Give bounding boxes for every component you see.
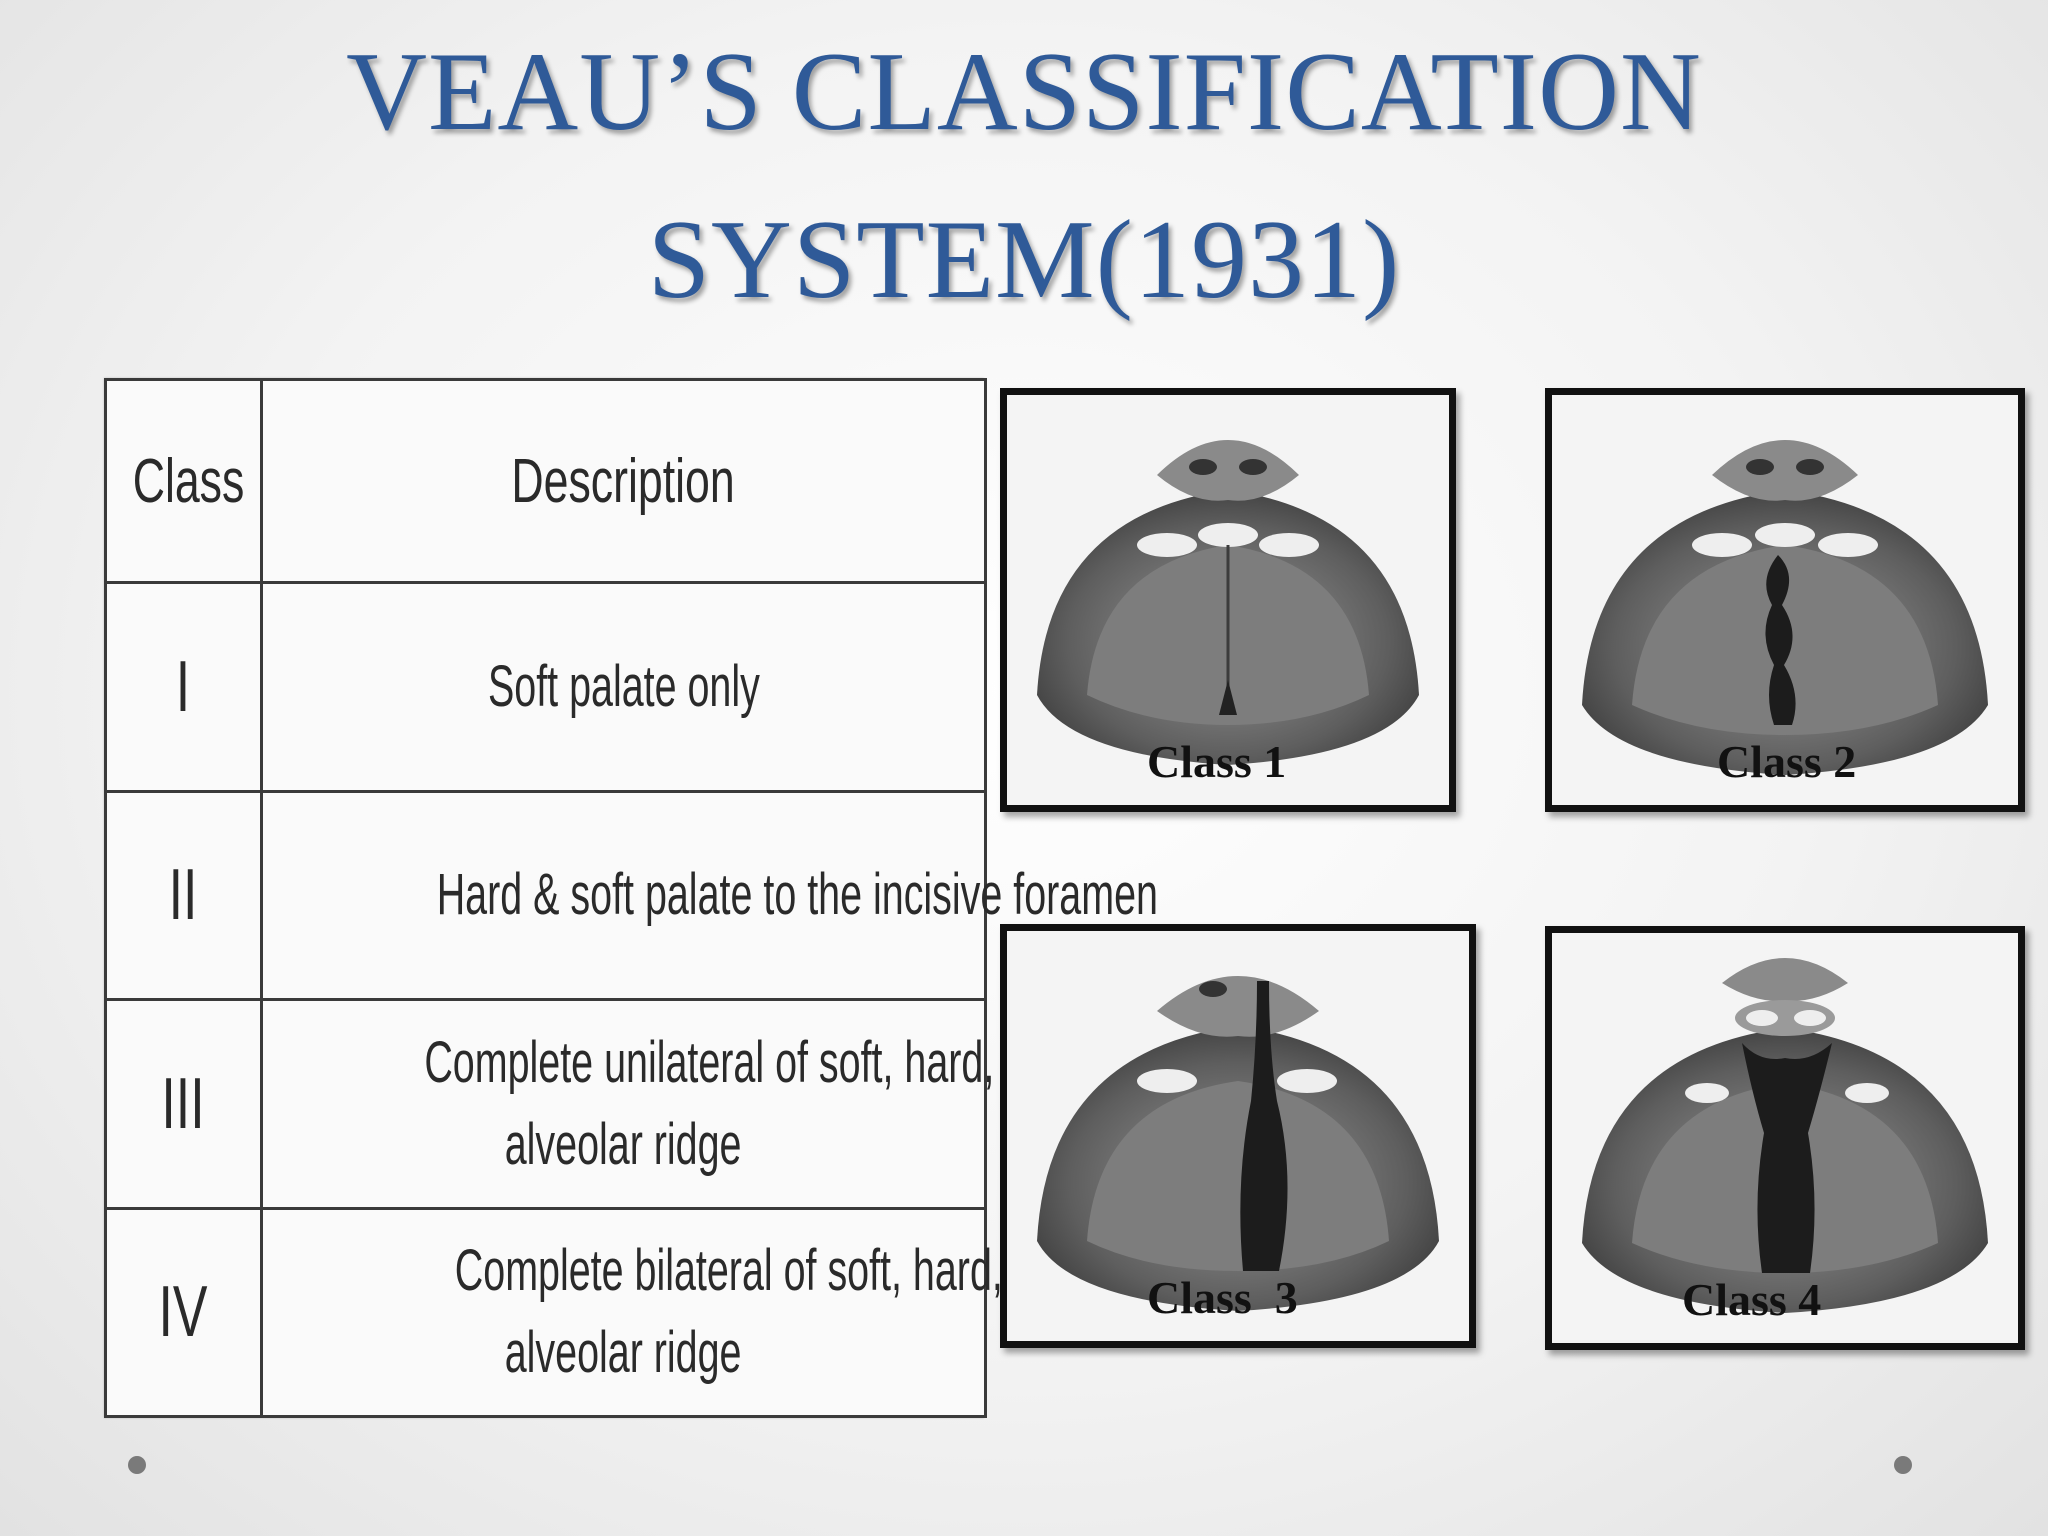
header-description: Description	[260, 377, 987, 585]
class-cell: IV	[104, 1206, 263, 1419]
palate-illustration	[1007, 931, 1469, 1341]
figure-label: Class 2	[1717, 736, 1857, 787]
title-line-2: SYSTEM(1931)	[647, 198, 1401, 322]
description-cell: Complete unilateral of soft, hard, lip, …	[260, 998, 1093, 1210]
class-3-figure: Class 3	[1000, 924, 1476, 1348]
slide-bullet-dot	[128, 1456, 146, 1474]
class-cell: I	[104, 581, 263, 793]
description-cell: Soft palate only	[260, 581, 987, 793]
figure-label: Class 4	[1682, 1274, 1822, 1325]
palate-illustration	[1552, 933, 2018, 1343]
figure-label: Class 3	[1147, 1272, 1298, 1323]
table-row: IV Complete bilateral of soft, hard, and…	[104, 1206, 1253, 1419]
slide-bullet-dot	[1894, 1456, 1912, 1474]
description-cell: Hard & soft palate to the incisive foram…	[260, 789, 1158, 1002]
header-class: Class	[104, 377, 263, 585]
palate-illustration	[1552, 395, 2018, 805]
class-cell: II	[104, 789, 263, 1002]
classification-table: Class Description I Soft palate only II …	[104, 377, 1253, 1419]
class-1-figure: Class 1	[1000, 388, 1456, 812]
class-2-figure: Class 2	[1545, 388, 2025, 812]
description-cell: Complete bilateral of soft, hard, and/or…	[260, 1206, 1253, 1419]
table-row: I Soft palate only	[104, 581, 987, 793]
table-row: III Complete unilateral of soft, hard, l…	[104, 998, 1093, 1210]
table-row: II Hard & soft palate to the incisive fo…	[104, 789, 1158, 1002]
figure-label: Class 1	[1147, 736, 1287, 787]
class-cell: III	[104, 998, 263, 1210]
palate-illustration	[1007, 395, 1449, 805]
slide-title: VEAU’S CLASSIFICATION SYSTEM(1931)	[0, 8, 2048, 344]
class-4-figure: Class 4	[1545, 926, 2025, 1350]
title-line-1: VEAU’S CLASSIFICATION	[346, 30, 1702, 154]
